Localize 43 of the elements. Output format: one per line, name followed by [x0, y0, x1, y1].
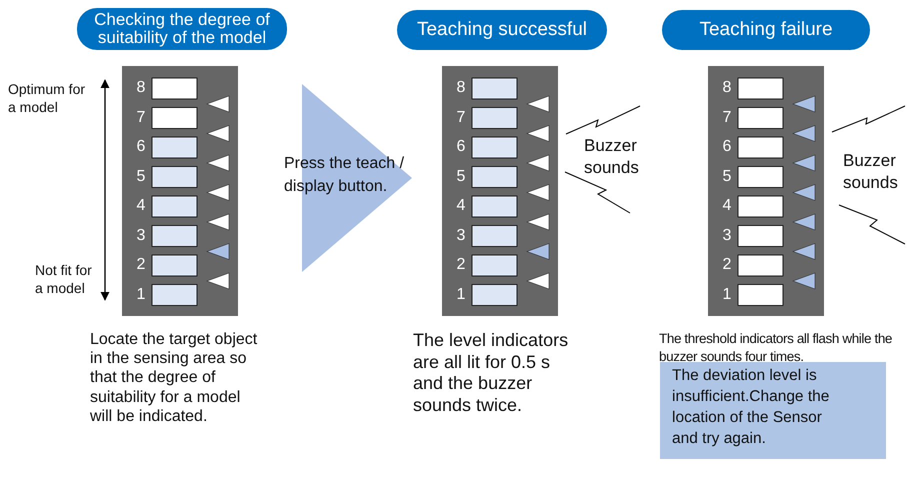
level-number: 3 — [456, 226, 466, 244]
level-number: 5 — [722, 168, 732, 186]
step-instruction: Press the teach / display button. — [284, 155, 404, 196]
level-number: 5 — [456, 168, 466, 186]
buzzer-label: Buzzer sounds — [843, 151, 898, 192]
level-number: 8 — [722, 79, 732, 97]
buzzer-label: Buzzer sounds — [584, 136, 639, 178]
heading-pill — [397, 10, 607, 50]
level-number: 6 — [456, 138, 466, 156]
heading-text: Teaching successful — [416, 20, 588, 40]
level-number: 4 — [136, 197, 146, 215]
heading-pill — [662, 10, 870, 50]
level-number: 3 — [136, 226, 146, 244]
scale-label: Optimum for a model — [8, 81, 86, 116]
step-description: Locate the target object in the sensing area so that the degree of suitability for a model will be indicated. — [90, 331, 258, 425]
heading-text: Teaching failure — [699, 20, 833, 40]
level-number: 8 — [456, 79, 466, 97]
level-number: 2 — [136, 256, 146, 274]
level-number: 3 — [722, 226, 732, 244]
message-text: The deviation level is insufficient.Change the location of the Sensor and try again. — [672, 367, 830, 447]
level-number: 8 — [136, 79, 146, 97]
step-description: The level indicators are all lit for 0.5 s and the buzzer sounds twice. — [413, 330, 568, 415]
indicator-panel — [708, 66, 824, 316]
level-number: 4 — [722, 197, 732, 215]
indicator-panel — [442, 66, 558, 316]
scale-label: Not fit for a model — [35, 262, 92, 296]
level-number: 1 — [456, 286, 466, 304]
indicator-panel — [122, 66, 238, 316]
heading-pill — [77, 8, 287, 50]
level-number: 2 — [456, 256, 466, 274]
level-number: 7 — [722, 108, 732, 126]
level-number: 5 — [136, 168, 146, 186]
heading-text: Checking the degree of suitability of the model — [93, 11, 271, 47]
message-box — [660, 362, 886, 459]
level-number: 6 — [136, 138, 146, 156]
level-number: 1 — [722, 286, 732, 304]
level-number: 7 — [136, 108, 146, 126]
level-number: 6 — [722, 138, 732, 156]
level-number: 4 — [456, 197, 466, 215]
level-number: 1 — [136, 286, 146, 304]
level-number: 7 — [456, 108, 466, 126]
level-number: 2 — [722, 256, 732, 274]
step-description: The threshold indicators all flash while the buzzer sounds four times. — [659, 331, 892, 364]
